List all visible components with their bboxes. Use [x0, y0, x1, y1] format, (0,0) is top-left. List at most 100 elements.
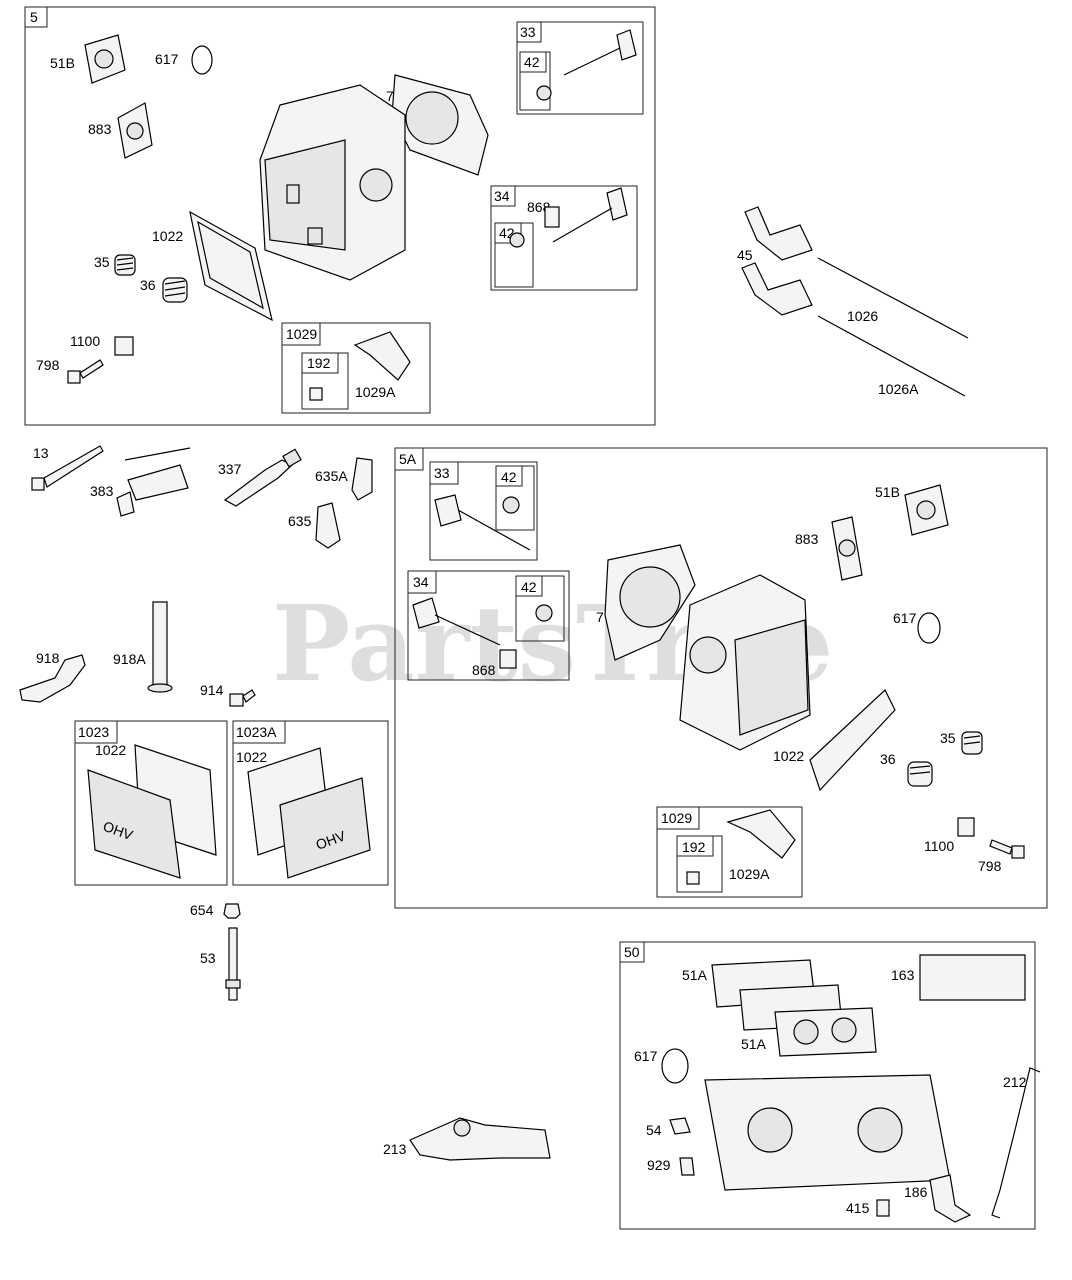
bolt-914-part — [229, 689, 256, 707]
gasket-51b-mid-hole — [916, 500, 936, 520]
label-1022: 1022 — [152, 228, 183, 244]
label-918a: 918A — [113, 651, 146, 667]
label-1026: 1026 — [847, 308, 878, 324]
group-50-frame — [619, 941, 1036, 1230]
cylinder-head-face — [264, 139, 346, 251]
stud-53-part — [225, 927, 241, 1001]
box-1029 — [281, 322, 431, 414]
nut-192-part — [309, 387, 323, 401]
boot-635-part — [315, 502, 341, 549]
valve-cover-1023-part — [87, 769, 181, 879]
head-gasket-7-bore — [405, 91, 459, 145]
label-36: 36 — [140, 277, 156, 293]
gasket-51a-c-part — [774, 1007, 877, 1057]
label-13: 13 — [33, 445, 49, 461]
label-35: 35 — [94, 254, 110, 270]
valve-cover-1023a-part — [279, 777, 371, 879]
cylinder-head-mid-port — [689, 636, 727, 674]
valve-33-mid-part — [434, 494, 531, 551]
label-1029a: 1029A — [355, 384, 396, 400]
valve-cover-gasket-1022-inner — [197, 220, 264, 310]
box-42-b-tag — [494, 222, 522, 244]
gasket-51a-c-port-right — [831, 1017, 857, 1043]
label-1022-mid: 1022 — [773, 748, 804, 764]
group-5-tag — [24, 6, 48, 28]
rod-212-part — [991, 1067, 1041, 1219]
group-50: 50 51A 51A 163 617 212 54 929 186 415 — [619, 941, 1041, 1230]
group-1023a: 1023A 1022 OHV — [232, 720, 389, 886]
group-1023: 1023 1022 OHV — [74, 720, 228, 886]
bracket-213-part — [409, 1117, 551, 1161]
label-212: 212 — [1003, 1074, 1027, 1090]
valve-34-part — [552, 187, 628, 243]
label-337: 337 — [218, 461, 242, 477]
valve-34-mid-part — [412, 597, 501, 646]
label-617-g50: 617 — [634, 1048, 658, 1064]
label-213: 213 — [383, 1141, 407, 1157]
group-50-tag — [619, 941, 645, 963]
pushrod-1026-part — [817, 257, 969, 339]
box-1023a-number: 1023A — [236, 724, 277, 740]
box-1029-number: 1029 — [286, 326, 317, 342]
guide-plate-1100-mid-part — [957, 817, 975, 837]
gasket-1022-mid-part — [809, 689, 896, 792]
group-5a-frame — [394, 447, 1048, 909]
label-51b-mid: 51B — [875, 484, 900, 500]
box-34-number: 34 — [494, 188, 510, 204]
keeper-42-b-part — [509, 232, 525, 248]
guide-plate-1100-part — [114, 336, 134, 356]
fitting-929-part — [679, 1157, 695, 1176]
nut-654-part — [223, 903, 241, 919]
tappet-45-a-part — [744, 206, 813, 261]
tube-918a-base — [147, 683, 173, 693]
box-34 — [490, 185, 638, 291]
label-1022-box1023a: 1022 — [236, 749, 267, 765]
elbow-186-part — [929, 1174, 972, 1223]
label-7: 7 — [386, 88, 394, 104]
box-1023-number: 1023 — [78, 724, 109, 740]
box-1023 — [74, 720, 228, 886]
loose-parts-left: 13 383 337 635A 635 918 918A 914 — [19, 445, 373, 707]
keeper-42-mid-b-part — [535, 604, 553, 622]
box-33 — [516, 21, 644, 115]
tube-918a-part — [152, 601, 168, 687]
box-42-a-tag — [519, 51, 547, 73]
label-45: 45 — [737, 247, 753, 263]
spring-35-mid-part — [961, 731, 983, 755]
gasket-883-mid-hole — [838, 539, 856, 557]
rocker-stud-b — [307, 227, 323, 245]
group-5a-tag — [394, 447, 424, 471]
valve-33-part — [563, 29, 637, 76]
label-186: 186 — [904, 1184, 928, 1200]
seal-868-part — [544, 206, 560, 228]
rocker-stud-a — [286, 184, 300, 204]
cylinder-head-mid-face — [734, 619, 809, 736]
label-883-mid: 883 — [795, 531, 819, 547]
label-617-mid: 617 — [893, 610, 917, 626]
box-192-mid-number: 192 — [682, 839, 706, 855]
seal-868-mid-part — [499, 649, 517, 669]
label-36-mid: 36 — [880, 751, 896, 767]
bolt-798-part — [67, 359, 104, 384]
label-1022-box1023: 1022 — [95, 742, 126, 758]
label-53: 53 — [200, 950, 216, 966]
bracket-213-group: 213 — [383, 1117, 551, 1161]
box-192-number: 192 — [307, 355, 331, 371]
label-883: 883 — [88, 121, 112, 137]
keeper-42-a-part — [536, 85, 552, 101]
label-51a-a: 51A — [682, 967, 708, 983]
box-33-tag — [516, 21, 542, 43]
bolt-798-mid-part — [989, 839, 1025, 859]
label-1100-mid: 1100 — [924, 838, 954, 854]
label-1029a-mid: 1029A — [729, 866, 770, 882]
label-635a: 635A — [315, 468, 348, 484]
bolt-13-part — [31, 445, 104, 491]
box-1023a — [232, 720, 389, 886]
pin-383-part — [116, 447, 191, 517]
manifold-part — [704, 1074, 951, 1191]
box-42-mid-a-number: 42 — [501, 469, 517, 485]
box-42-mid-b-tag — [515, 575, 543, 597]
box-34-tag — [490, 185, 516, 207]
label-914: 914 — [200, 682, 224, 698]
